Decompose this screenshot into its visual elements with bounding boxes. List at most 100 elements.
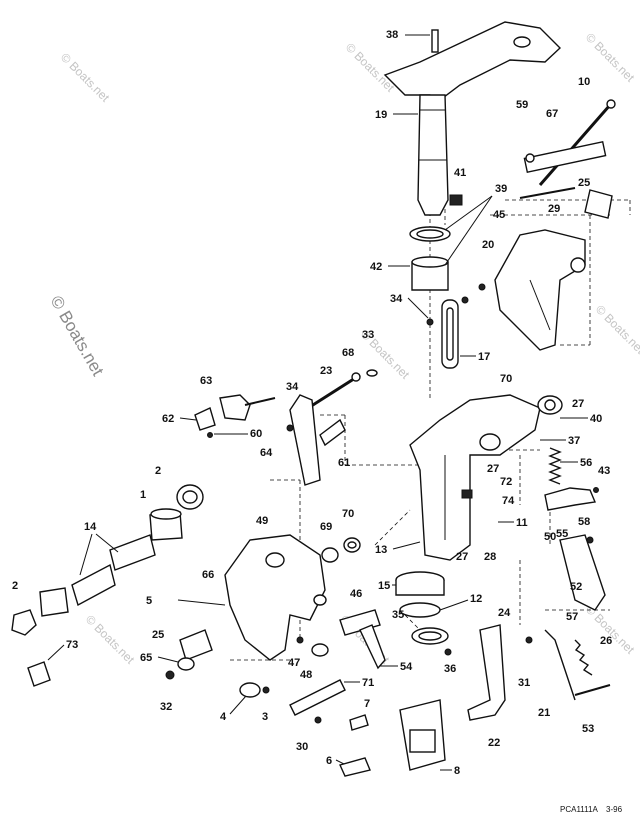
swivel-bracket-45 [494, 229, 586, 351]
callout-62: 62 [162, 413, 174, 425]
callout-59: 59 [516, 99, 528, 111]
callout-74: 74 [502, 495, 515, 507]
small-parts-left [27, 629, 346, 716]
callout-17: 17 [478, 351, 490, 363]
bushings-15-12-35 [395, 571, 449, 645]
clamp-bracket-63 [194, 394, 276, 438]
callout-60: 60 [250, 428, 262, 440]
shaft-23 [304, 369, 378, 412]
callout-10: 10 [578, 76, 590, 88]
callout-68: 68 [342, 347, 354, 359]
callout-27: 27 [572, 398, 584, 410]
callout-71: 71 [362, 677, 374, 689]
footer: PCA1111A 3-96 [560, 805, 623, 814]
callout-19: 19 [375, 109, 387, 121]
callout-73: 73 [66, 639, 78, 651]
tilt-lever-64 [286, 394, 346, 486]
steering-arm-19 [383, 21, 562, 216]
callout-25: 25 [152, 629, 164, 641]
callout-21: 21 [538, 707, 550, 719]
callout-42: 42 [370, 261, 382, 273]
bushings-39-42 [409, 194, 463, 291]
callout-6: 6 [326, 755, 332, 767]
callout-22: 22 [488, 737, 500, 749]
callout-35: 35 [392, 609, 404, 621]
callout-3: 3 [262, 711, 268, 723]
callout-8: 8 [454, 765, 460, 777]
callout-58: 58 [578, 516, 590, 528]
stern-bracket-13 [409, 394, 563, 561]
callout-40: 40 [590, 413, 602, 425]
callout-34: 34 [286, 381, 299, 393]
callout-41: 41 [454, 167, 466, 179]
watermark: © Boats.net [583, 602, 638, 657]
callout-46: 46 [350, 588, 362, 600]
callout-39: 39 [495, 183, 507, 195]
small-parts-bottom [314, 636, 533, 777]
callout-50: 50 [544, 531, 556, 543]
callout-24: 24 [498, 607, 511, 619]
callout-34: 34 [390, 293, 403, 305]
bracket-44 [544, 487, 599, 511]
callout-11: 11 [516, 517, 528, 529]
lever-58-52 [559, 534, 606, 611]
footer-date: 3-96 [606, 805, 623, 814]
callout-labels: 38 10 19 59 67 41 39 25 29 45 20 42 34 1… [12, 29, 612, 777]
callout-14: 14 [84, 521, 97, 533]
watermark: © Boats.net [343, 40, 398, 95]
tilt-link-22 [467, 624, 506, 721]
callout-69: 69 [320, 521, 332, 533]
lever-46-54 [296, 609, 386, 670]
callout-37: 37 [568, 435, 580, 447]
callout-64: 64 [260, 447, 273, 459]
callout-72: 72 [500, 476, 512, 488]
callout-55: 55 [556, 528, 568, 540]
callout-15: 15 [378, 580, 390, 592]
callout-4: 4 [220, 711, 227, 723]
watermark: © Boats.net [593, 302, 640, 357]
callout-54: 54 [400, 661, 413, 673]
callout-66: 66 [202, 569, 214, 581]
callout-49: 49 [256, 515, 268, 527]
callout-30: 30 [296, 741, 308, 753]
callout-36: 36 [444, 663, 456, 675]
callout-65: 65 [140, 652, 152, 664]
callout-20: 20 [482, 239, 494, 251]
stern-bracket-49 [177, 534, 327, 661]
callout-57: 57 [566, 611, 578, 623]
washer-69-70 [321, 537, 361, 563]
callout-2: 2 [12, 580, 18, 592]
callout-47: 47 [288, 657, 300, 669]
cover-8 [399, 699, 446, 771]
callout-28: 28 [484, 551, 496, 563]
callout-27: 27 [456, 551, 468, 563]
callout-61: 61 [338, 457, 350, 469]
callout-56: 56 [580, 457, 592, 469]
callout-53: 53 [582, 723, 594, 735]
callout-29: 29 [548, 203, 560, 215]
callout-12: 12 [470, 593, 482, 605]
callout-52: 52 [570, 581, 582, 593]
callout-33: 33 [362, 329, 374, 341]
watermark: © Boats.net [58, 50, 113, 105]
callout-38: 38 [386, 29, 398, 41]
callout-26: 26 [600, 635, 612, 647]
callout-5: 5 [146, 595, 152, 607]
link-17 [426, 283, 486, 369]
watermark-large: © Boats.net [47, 293, 108, 380]
callout-27: 27 [487, 463, 499, 475]
callout-7: 7 [364, 698, 370, 710]
footer-code: PCA1111A [560, 805, 598, 814]
callout-25: 25 [578, 177, 590, 189]
tilt-tube-10 [519, 99, 616, 219]
callout-31: 31 [518, 677, 530, 689]
callout-70: 70 [342, 508, 354, 520]
watermark: © Boats.net [583, 30, 638, 85]
callout-32: 32 [160, 701, 172, 713]
callout-70: 70 [500, 373, 512, 385]
watermark: © Boats.net [83, 612, 138, 667]
callout-13: 13 [375, 544, 387, 556]
callout-48: 48 [300, 669, 312, 681]
